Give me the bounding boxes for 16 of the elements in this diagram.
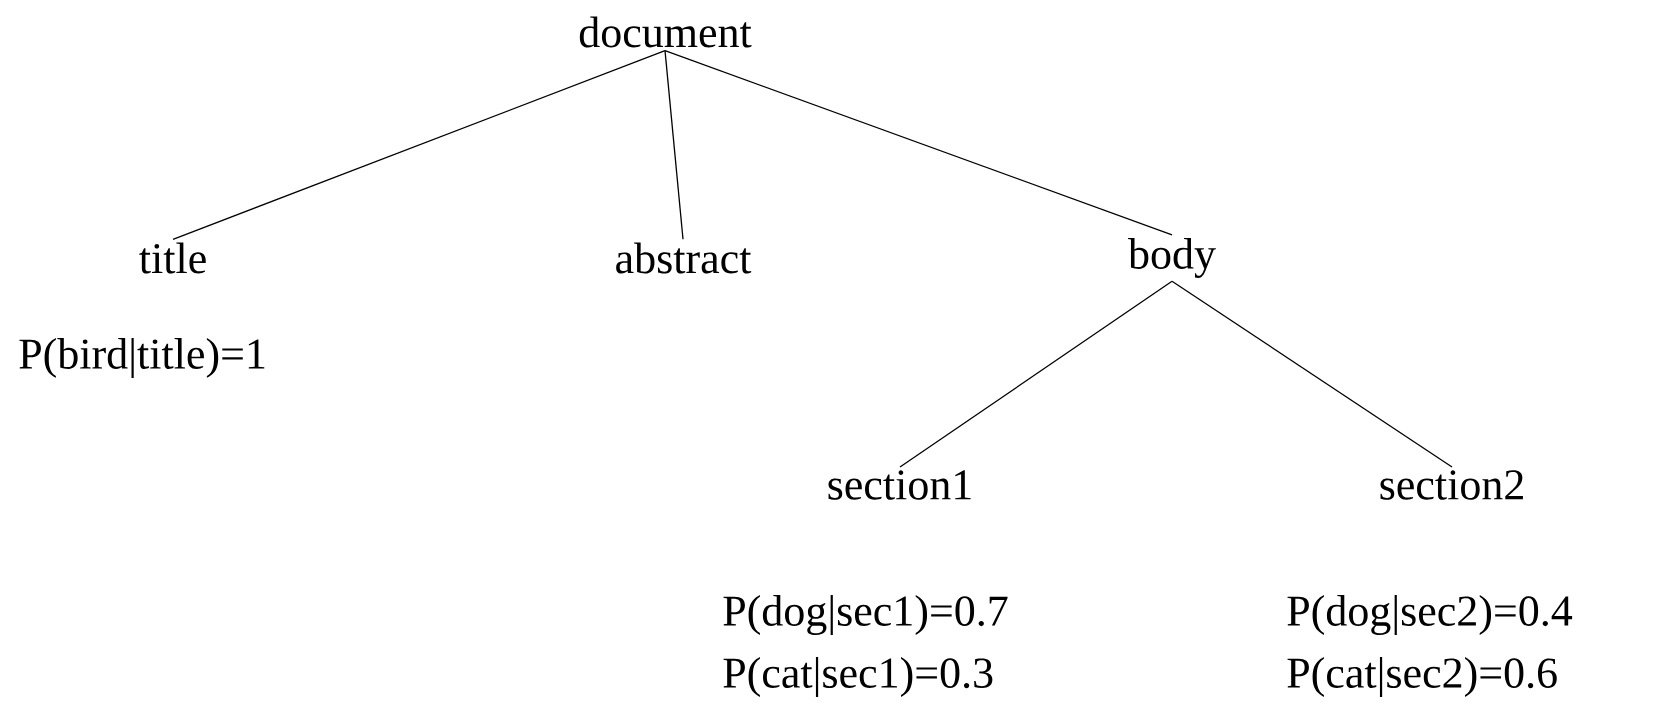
tree-edge [664,50,684,240]
tree-node-label: document [579,16,752,48]
tree-node-label: body [1128,238,1216,278]
probability-label: P(cat|sec2)=0.6 [1287,657,1557,697]
tree-edge [664,50,1173,236]
tree-node-label: title [139,242,206,274]
tree-node-label: section2 [1380,470,1523,500]
probability-label: P(bird|title)=1 [19,338,265,378]
tree-node-label: abstract [616,242,752,274]
tree-edge [172,50,666,240]
probability-label: P(dog|sec2)=0.4 [1287,595,1573,635]
probability-label: P(dog|sec1)=0.7 [723,595,1008,635]
probability-label: P(cat|sec1)=0.3 [723,657,993,697]
tree-edge [899,280,1173,468]
tree-edge [1171,280,1453,468]
tree-node-label: section1 [828,470,971,500]
